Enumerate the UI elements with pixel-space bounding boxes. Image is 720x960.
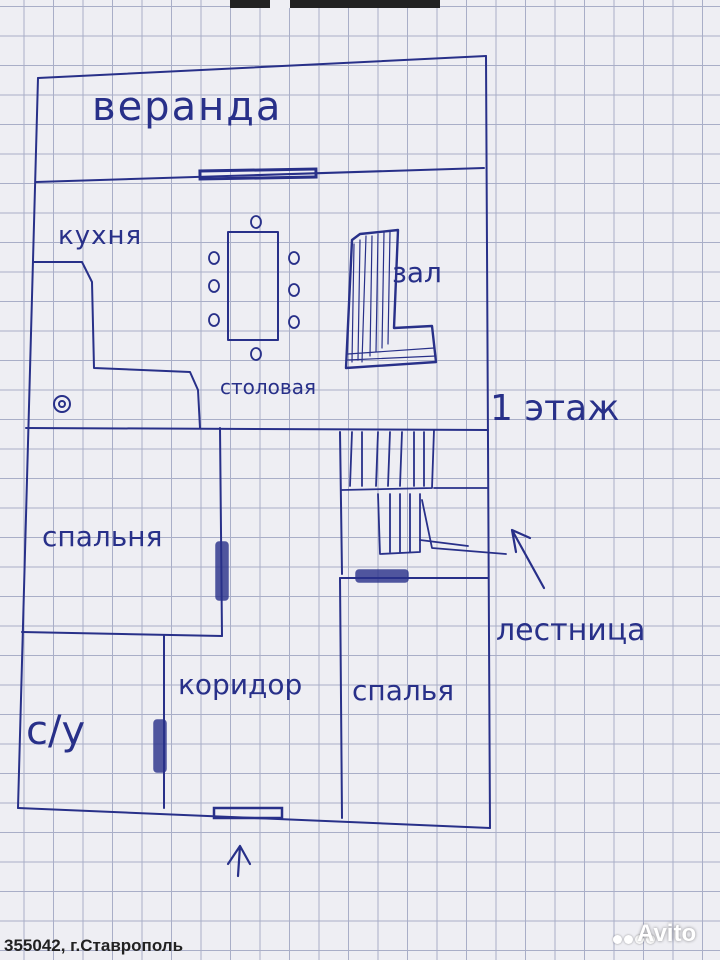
- stairs-upper: [341, 429, 489, 491]
- label-kitchen: кухня: [58, 221, 142, 251]
- top-print-strip: [230, 0, 440, 8]
- dining-chairs: [208, 215, 300, 361]
- bedroom-right-left-wall: [339, 577, 343, 819]
- kitchen-counter: [33, 261, 201, 429]
- label-dining: столовая: [220, 375, 316, 399]
- label-hall: зал: [392, 256, 442, 289]
- bedroom-left-wall: [219, 427, 223, 637]
- stairs-arrow-icon: [510, 528, 546, 590]
- bathroom-door: [153, 719, 167, 773]
- top-print-strip-gap: [270, 0, 290, 8]
- avito-logo-icon: [612, 924, 655, 946]
- stove-icon: [53, 395, 71, 413]
- avito-brand-text: Avito: [637, 920, 697, 947]
- dining-table: [227, 231, 279, 341]
- label-bathroom: с/у: [26, 708, 85, 754]
- label-stairs: лестница: [496, 613, 646, 648]
- label-corridor: коридор: [178, 668, 302, 701]
- veranda-door: [198, 167, 318, 181]
- stairs-lower: [377, 493, 507, 555]
- label-bedroom-left: спальня: [42, 520, 162, 553]
- middle-wall: [25, 427, 489, 431]
- label-veranda: веранда: [92, 84, 282, 130]
- bedroom-left-door: [215, 541, 229, 601]
- outer-wall-top: [37, 55, 487, 79]
- avito-watermark: Avito: [612, 920, 696, 948]
- bedroom-left-bottom: [21, 631, 223, 637]
- outer-wall-left: [17, 77, 39, 809]
- entrance-door: [212, 806, 284, 820]
- stair-wall: [339, 431, 343, 575]
- footer-address: 355042, г.Ставрополь: [4, 936, 184, 955]
- outer-wall-right: [485, 55, 491, 829]
- veranda-wall: [35, 167, 485, 183]
- label-bedroom-right: спалья: [352, 674, 454, 707]
- entrance-arrow-icon: [226, 844, 252, 878]
- bedroom-right-door: [355, 569, 409, 583]
- sofa: [344, 228, 438, 370]
- label-floor: 1 этаж: [490, 388, 620, 429]
